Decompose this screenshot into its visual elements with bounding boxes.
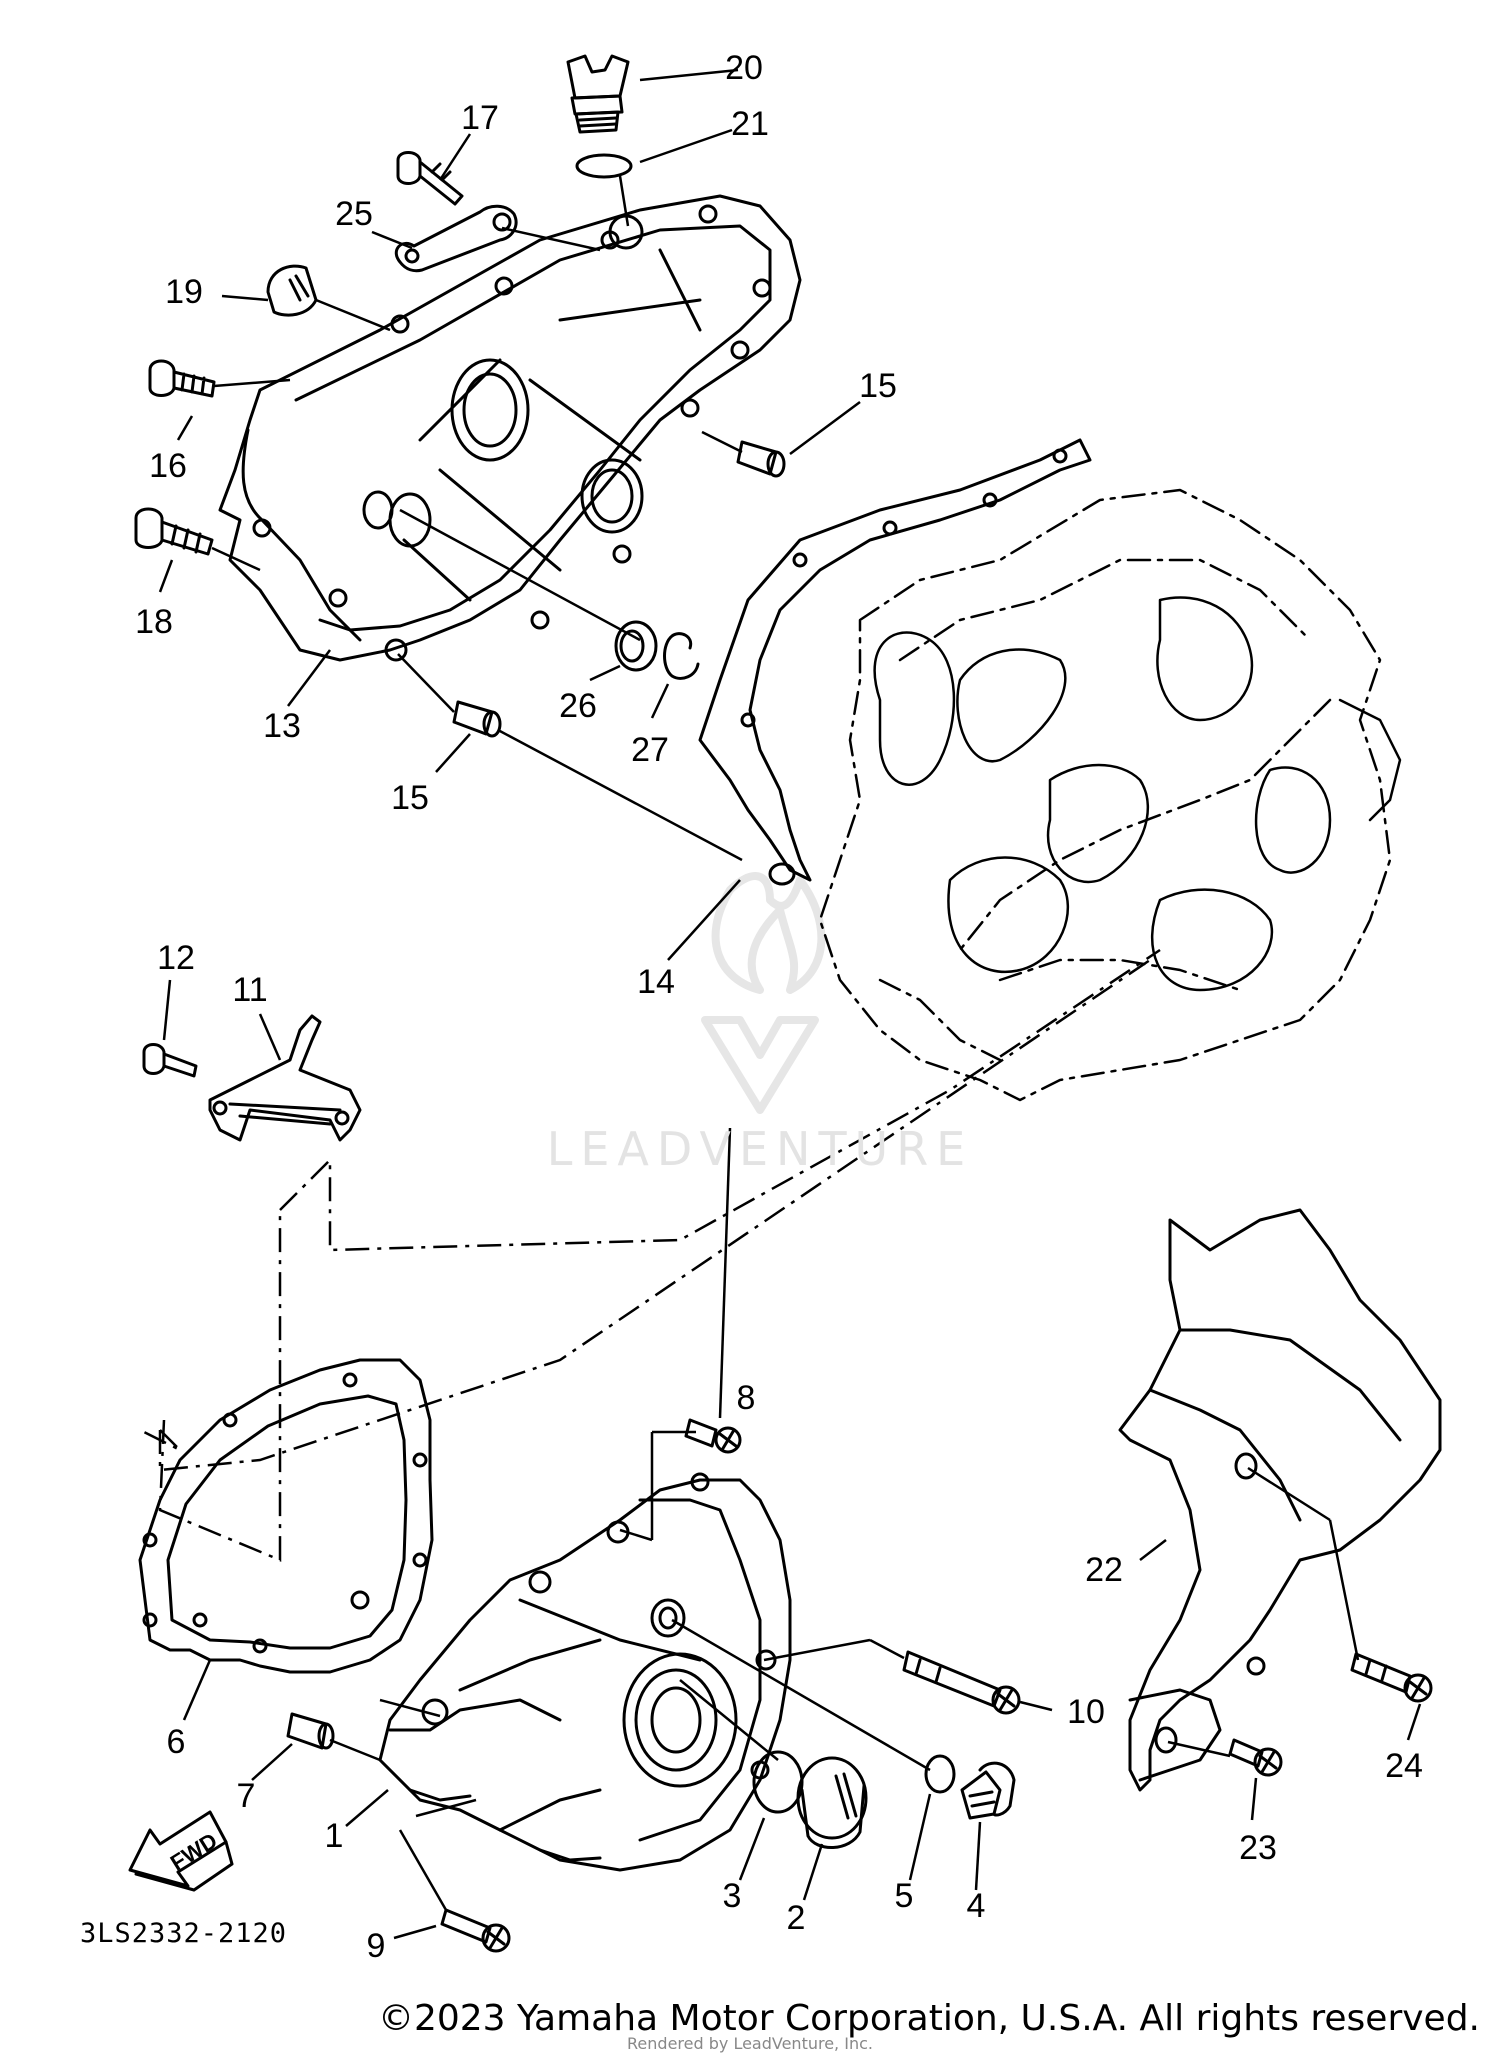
washer-part-5: [924, 1754, 956, 1794]
callout-part-5[interactable]: 5: [894, 1877, 914, 1915]
bolt-part-9: [440, 1908, 511, 1953]
bolt-part-18: [134, 507, 214, 556]
bracket-part-25: [394, 204, 518, 273]
callout-part-3[interactable]: 3: [722, 1877, 742, 1915]
callout-part-12[interactable]: 12: [157, 939, 195, 977]
bolt-part-24: [1350, 1652, 1433, 1703]
gasket-part-6: [138, 1358, 434, 1674]
callout-part-13[interactable]: 13: [263, 707, 301, 745]
o-ring-part-3: [752, 1750, 804, 1814]
plug-part-19: [266, 264, 318, 317]
o-ring-part-21: [575, 153, 633, 179]
gasket-part-6-holes: [142, 1372, 428, 1654]
bolt-part-23: [1228, 1738, 1283, 1777]
oil-seal-part-26: [614, 620, 658, 672]
callout-part-15-lower[interactable]: 15: [391, 779, 429, 817]
callout-part-21[interactable]: 21: [731, 105, 769, 143]
callout-part-1[interactable]: 1: [324, 1817, 344, 1855]
callout-part-27[interactable]: 27: [631, 731, 669, 769]
callout-part-26[interactable]: 26: [559, 687, 597, 725]
callout-part-17[interactable]: 17: [461, 99, 499, 137]
callout-part-8[interactable]: 8: [736, 1379, 756, 1417]
callout-part-11[interactable]: 11: [232, 971, 268, 1009]
crankcase-cover-part-13: [218, 194, 802, 662]
gasket-part-6-inner: [166, 1394, 408, 1650]
copyright-notice: ©2023 Yamaha Motor Corporation, U.S.A. A…: [377, 1998, 1480, 2039]
plug-part-2: [796, 1756, 868, 1849]
phantom-connection-lines: [139, 948, 1161, 1562]
chain-guide-part-11: [208, 1014, 362, 1142]
dowel-pin-part-15-upper: [736, 440, 786, 478]
callout-part-25[interactable]: 25: [335, 195, 373, 233]
rendered-by-credit: Rendered by LeadVenture, Inc.: [627, 2034, 873, 2053]
dowel-pin-part-7: [286, 1712, 335, 1750]
dowel-pin-part-15-lower: [452, 700, 502, 738]
leader-lines: [158, 68, 1422, 1940]
leadventure-logo-watermark: [701, 872, 826, 1114]
callout-part-24[interactable]: 24: [1385, 1747, 1423, 1785]
callout-part-20[interactable]: 20: [725, 49, 763, 87]
callout-part-7[interactable]: 7: [236, 1777, 256, 1815]
callout-part-16[interactable]: 16: [149, 447, 187, 485]
gasket-part-14-holes: [740, 448, 1068, 886]
watermark-text: LEADVENTURE: [546, 1122, 974, 1176]
oil-filler-cap-part-20: [566, 54, 630, 134]
callout-part-14[interactable]: 14: [637, 963, 675, 1001]
callout-part-23[interactable]: 23: [1239, 1829, 1277, 1867]
callout-part-15-upper[interactable]: 15: [859, 367, 897, 405]
fwd-arrow-icon: [128, 1810, 234, 1892]
gasket-part-14: [698, 438, 1092, 882]
sprocket-cover-part-22: [1118, 1208, 1442, 1792]
diagram-code: 3LS2332-2120: [80, 1918, 288, 1949]
callout-part-4[interactable]: 4: [966, 1887, 986, 1925]
bolt-part-12: [142, 1043, 198, 1078]
drain-bolt-part-4: [960, 1761, 1016, 1820]
circlip-part-27: [663, 632, 700, 680]
callout-part-22[interactable]: 22: [1085, 1551, 1123, 1589]
bolt-part-8: [684, 1418, 742, 1454]
engine-block-outline: [873, 596, 1402, 992]
callout-part-18[interactable]: 18: [135, 603, 173, 641]
crankcase-cover-part-1: [378, 1472, 792, 1872]
callout-part-19[interactable]: 19: [165, 273, 203, 311]
engine-block-phantom: [818, 488, 1392, 1102]
bolt-part-10: [902, 1650, 1021, 1715]
callout-part-6[interactable]: 6: [166, 1723, 186, 1761]
callout-part-2[interactable]: 2: [786, 1899, 806, 1937]
bolt-part-16: [148, 359, 216, 398]
callout-part-9[interactable]: 9: [366, 1927, 386, 1965]
callout-part-10[interactable]: 10: [1067, 1693, 1105, 1731]
